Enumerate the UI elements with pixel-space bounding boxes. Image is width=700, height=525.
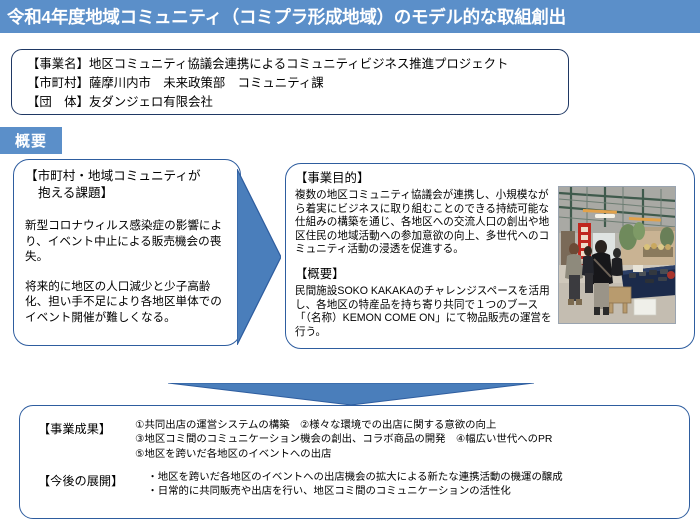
down-triangle-arrow: [167, 382, 535, 406]
results-lines: ①共同出店の運営システムの構築 ②様々な環境での出店に関する意欲の向上 ③地区コ…: [135, 419, 552, 462]
results-line-2: ③地区コミ間のコミュニケーション機会の創出、コラボ商品の開発 ④幅広い世代へのP…: [135, 434, 553, 446]
results-line-1: ①共同出店の運営システムの構築 ②様々な環境での出店に関する意欲の向上: [135, 420, 497, 431]
challenges-heading-line2: 抱える課題】: [38, 186, 114, 200]
slide-title-bar: 令和4年度地域コミュニティ（コミプラ形成地域）のモデル的な取組創出: [0, 0, 700, 33]
challenges-heading: 【市町村・地域コミュニティが 抱える課題】: [25, 168, 231, 202]
purpose-heading: 【事業目的】: [295, 171, 370, 185]
future-line-2: ・日常的に共同販売や出店を行い、地区コミ間のコミュニケーションの活性化: [147, 486, 511, 498]
future-row: 【今後の展開】 ・地区を跨いだ各地区のイベントへの出店機会の拡大による新たな連携…: [38, 471, 563, 500]
future-lines: ・地区を跨いだ各地区のイベントへの出店機会の拡大による新たな連携活動の機運の醸成…: [147, 471, 562, 500]
outline-body: 民間施設SOKO KAKAKAのチャレンジスペースを活用し、各地区の特産品を持ち…: [295, 284, 552, 338]
outline-heading: 【概要】: [295, 266, 345, 281]
challenges-box: 【市町村・地域コミュニティが 抱える課題】 新型コロナウィルス感染症の影響により…: [13, 159, 241, 346]
market-photo: [558, 186, 676, 324]
future-label: 【今後の展開】: [38, 474, 124, 488]
info-line-municipality: 【市町村】薩摩川内市 未来政策部 コミュニティ課: [27, 76, 324, 90]
challenges-paragraph-1: 新型コロナウィルス感染症の影響により、イベント中止による販売機会の喪失。: [25, 219, 223, 263]
purpose-body: 複数の地区コミュニティ協議会が連携し、小規模ながら着実にビジネスに取り組むことの…: [295, 189, 550, 256]
challenges-paragraph-2: 将来的に地区の人口減少と少子高齢化、担い手不足により各地区単体でのイベント開催が…: [25, 279, 222, 324]
future-line-1: ・地区を跨いだ各地区のイベントへの出店機会の拡大による新たな連携活動の機運の醸成: [147, 472, 563, 483]
results-row: 【事業成果】 ①共同出店の運営システムの構築 ②様々な環境での出店に関する意欲の…: [38, 419, 552, 462]
info-line-organization: 【団 体】友ダンジェロ有限会社: [27, 95, 213, 109]
section-header-overview: 概要: [0, 127, 62, 154]
project-info-box: 【事業名】地区コミュニティ協議会連携によるコミュニティビジネス推進プロジェクト …: [11, 49, 569, 115]
results-box: 【事業成果】 ①共同出店の運営システムの構築 ②様々な環境での出店に関する意欲の…: [19, 405, 690, 519]
info-line-project-name: 【事業名】地区コミュニティ協議会連携によるコミュニティビジネス推進プロジェクト: [27, 57, 509, 71]
results-label: 【事業成果】: [38, 422, 112, 436]
project-detail-box: 【事業目的】 複数の地区コミュニティ協議会が連携し、小規模ながら着実にビジネスに…: [285, 163, 695, 349]
challenges-heading-line1: 【市町村・地域コミュニティが: [25, 169, 201, 183]
right-chevron-arrow: [236, 168, 282, 346]
results-line-3: ⑤地区を跨いだ各地区のイベントへの出店: [135, 448, 332, 460]
page-title: 令和4年度地域コミュニティ（コミプラ形成地域）のモデル的な取組創出: [7, 7, 566, 27]
section-header-label: 概要: [14, 133, 47, 150]
